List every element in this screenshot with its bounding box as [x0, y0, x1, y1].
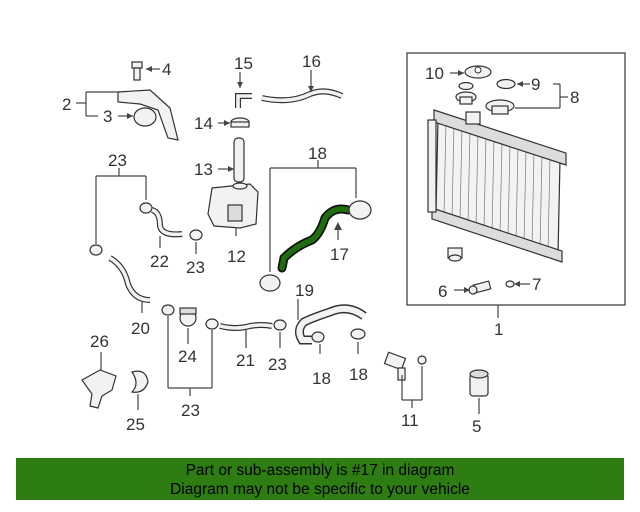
hose-15[interactable]	[235, 93, 252, 108]
callout-lines-11	[401, 366, 423, 408]
washer-11[interactable]	[417, 355, 427, 365]
sensor-11[interactable]	[383, 351, 407, 381]
tube-13[interactable]	[233, 137, 245, 183]
callout-8: 8	[570, 88, 579, 107]
callout-5: 5	[472, 417, 481, 436]
clamp-23b[interactable]	[89, 244, 103, 256]
callout-23-right: 23	[268, 355, 287, 374]
o-ring-part[interactable]	[458, 81, 474, 91]
callout-4: 4	[162, 60, 171, 79]
cap-14[interactable]	[230, 117, 250, 128]
hose-20[interactable]	[108, 255, 151, 303]
clamp-23-bottom-a[interactable]	[161, 304, 175, 316]
clamp-23-bottom-b[interactable]	[205, 318, 219, 330]
banner-line-2: Diagram may not be specific to your vehi…	[170, 481, 470, 498]
drain-bolt-6[interactable]	[468, 280, 492, 295]
part-5[interactable]	[469, 369, 489, 397]
info-banner: Part or sub-assembly is #17 in diagram D…	[16, 458, 624, 500]
radiator-assembly-frame	[406, 52, 626, 306]
thermo-valve-24[interactable]	[179, 307, 197, 327]
callout-11: 11	[401, 411, 419, 430]
callout-20: 20	[131, 319, 150, 338]
callout-23-top: 23	[108, 151, 127, 170]
hose-16[interactable]	[261, 88, 344, 104]
lower-radiator-hose-19[interactable]	[294, 304, 367, 345]
bracket-2[interactable]	[117, 89, 179, 141]
callout-lines-15-16	[239, 70, 312, 92]
callout-10: 10	[425, 64, 444, 83]
callout-22: 22	[150, 252, 169, 271]
callout-lines-20-22	[141, 236, 197, 313]
callout-lines-17-18	[269, 160, 357, 272]
callout-lines-21-23-24	[167, 316, 281, 396]
cap-part[interactable]	[455, 91, 477, 105]
callout-25: 25	[126, 415, 145, 434]
callout-7: 7	[532, 275, 541, 294]
callout-lines-23-left	[95, 168, 147, 244]
clamp-18c[interactable]	[350, 328, 366, 340]
arrowheads	[127, 66, 523, 293]
callout-6: 6	[438, 282, 447, 301]
o-ring-7[interactable]	[505, 280, 515, 288]
o-ring-9[interactable]	[496, 78, 516, 90]
callout-3: 3	[103, 107, 112, 126]
callout-lines-19	[297, 299, 359, 354]
reservoir-tank-12[interactable]	[207, 182, 259, 229]
nut-3[interactable]	[133, 107, 157, 127]
hose-21[interactable]	[219, 322, 273, 331]
callout-18-right: 18	[349, 365, 368, 384]
clamp-23a[interactable]	[139, 202, 153, 214]
callout-21: 21	[236, 351, 255, 370]
callout-9: 9	[531, 75, 540, 94]
bolt-4[interactable]	[131, 61, 143, 81]
radiator-cap-10[interactable]	[464, 65, 492, 79]
clamp-23-bottom-c[interactable]	[273, 319, 287, 331]
upper-radiator-hose-17[interactable]	[277, 204, 353, 273]
hose-22[interactable]	[150, 207, 183, 238]
callout-18-top: 18	[308, 144, 327, 163]
drain-plug[interactable]	[447, 247, 463, 262]
callout-lines-25-26	[100, 352, 139, 410]
callout-24: 24	[178, 347, 197, 366]
radiator-cap-8[interactable]	[485, 99, 515, 115]
clamp-18b[interactable]	[311, 331, 325, 343]
callout-12: 12	[227, 247, 246, 266]
callout-15: 15	[234, 54, 253, 73]
water-outlet-26[interactable]	[81, 369, 117, 409]
radiator[interactable]	[427, 109, 567, 263]
banner-line-1: Part or sub-assembly is #17 in diagram	[185, 462, 455, 479]
callout-1: 1	[494, 320, 503, 339]
clamp-18-lower[interactable]	[259, 274, 281, 292]
callout-2: 2	[62, 95, 71, 114]
callout-14: 14	[194, 114, 213, 133]
gasket-25[interactable]	[130, 370, 149, 393]
clamp-18-upper[interactable]	[348, 200, 372, 220]
callout-19: 19	[295, 281, 314, 300]
callout-23-mid: 23	[186, 258, 205, 277]
callout-18-left: 18	[312, 369, 331, 388]
callout-17: 17	[330, 245, 349, 264]
clamp-23c[interactable]	[189, 229, 203, 241]
callout-23-bottom: 23	[181, 401, 200, 420]
callout-16: 16	[302, 52, 321, 71]
callout-26: 26	[90, 332, 109, 351]
callout-13: 13	[194, 160, 213, 179]
